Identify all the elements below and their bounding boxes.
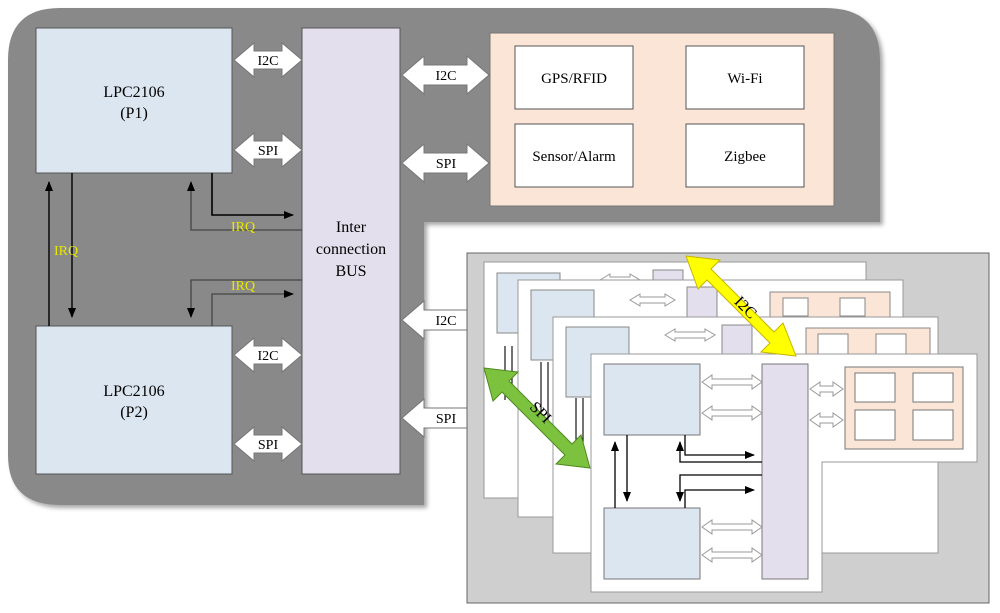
processor-p1-id: (P1) [120, 105, 148, 122]
processor-p2-id: (P2) [120, 404, 148, 421]
processor-p2-name: LPC2106 [103, 383, 164, 400]
peripheral-panel: GPS/RFID Wi-Fi Sensor/Alarm Zigbee [489, 32, 835, 207]
irq-label-p2-bus: IRQ [231, 279, 255, 294]
bus-label-line1: Inter [336, 219, 367, 236]
arrow-p1-spi [233, 131, 303, 169]
bus-label-line2: connection [316, 241, 386, 258]
processor-p2: LPC2106 (P2) [35, 325, 233, 475]
label-p1-i2c: I2C [258, 54, 279, 69]
label-p2-i2c: I2C [258, 349, 279, 364]
arrow-p2-i2c [233, 336, 303, 374]
peripheral-zigbee: Zigbee [724, 149, 766, 165]
processor-p1-name: LPC2106 [103, 84, 164, 101]
processor-p1: LPC2106 (P1) [35, 27, 233, 174]
label-bus-periph-i2c: I2C [436, 69, 457, 84]
label-p1-spi: SPI [258, 144, 279, 159]
label-bus-periph-spi: SPI [436, 157, 457, 172]
irq-label-p1-bus: IRQ [231, 220, 255, 235]
irq-label-p1-p2: IRQ [54, 244, 78, 259]
irq-line-p1-bus [211, 173, 294, 219]
bus-label-line3: BUS [335, 263, 366, 280]
peripheral-gps-rfid: GPS/RFID [541, 71, 607, 87]
label-bus-stack-spi: SPI [436, 412, 457, 427]
arrow-p1-i2c [233, 41, 303, 79]
irq-line-bus-p1 [187, 181, 302, 231]
label-p2-spi: SPI [258, 438, 279, 453]
label-bus-stack-i2c: I2C [436, 314, 457, 329]
peripheral-wifi: Wi-Fi [727, 71, 762, 87]
irq-line-p2-bus [211, 290, 294, 326]
interconnection-bus: Inter connection BUS [301, 27, 401, 475]
arrow-bus-periph-i2c [401, 54, 490, 96]
arrow-p2-spi [233, 425, 303, 463]
stack-card-4 [590, 353, 978, 593]
irq-line-bus-p2 [187, 279, 302, 318]
arrow-bus-periph-spi [401, 142, 490, 184]
peripheral-sensor-alarm: Sensor/Alarm [532, 149, 616, 165]
